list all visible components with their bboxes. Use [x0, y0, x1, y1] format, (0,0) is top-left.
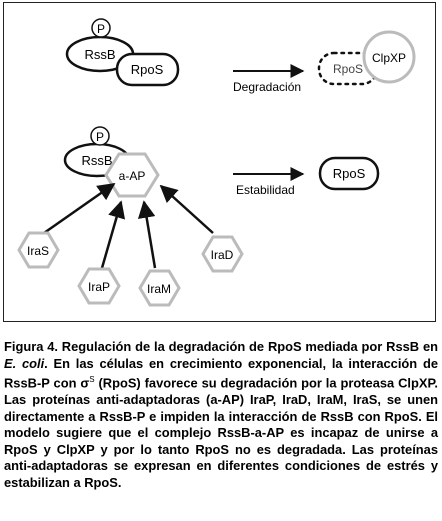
phosphate-label: P	[97, 22, 105, 36]
clpxp-circle	[362, 30, 416, 84]
irap-label: IraP	[88, 280, 110, 294]
rpos-stable-label: RpoS	[333, 166, 366, 181]
irad-node: IraD	[201, 235, 244, 273]
rssb-rpos-complex: P RssB RpoS	[65, 18, 180, 87]
rpos-stable-box	[318, 156, 380, 191]
iram-label: IraM	[147, 282, 171, 296]
irad-arrow	[159, 184, 214, 234]
degradation-label: Degradación	[233, 80, 301, 94]
phosphate-label-2: P	[96, 130, 104, 144]
irap-hexagon	[77, 267, 121, 305]
diagram-canvas: P RssB RpoS Degradación RpoS ClpXP P Rss…	[17, 18, 416, 307]
iras-arrow	[43, 182, 116, 235]
stability-label: Estabilidad	[236, 183, 295, 197]
caption-sigma-sup: S	[89, 375, 95, 385]
rpos-degraded-label: RpoS	[333, 62, 363, 76]
iras-node: IraS	[17, 231, 60, 269]
rpos-box	[115, 52, 180, 87]
irad-hexagon	[201, 235, 244, 273]
caption-label: Figura 4. Regulación de la degradación d…	[4, 339, 438, 354]
aap-hexagon	[104, 152, 160, 198]
caption-species: E. coli	[4, 355, 45, 371]
irad-label: IraD	[211, 248, 234, 262]
figure-border	[3, 2, 436, 322]
iram-arrow	[137, 200, 157, 269]
rssb-label-2: RssB	[81, 153, 112, 168]
rssb-label: RssB	[84, 47, 115, 62]
caption-text-2: (RpoS) favorece su degradación por la pr…	[4, 375, 438, 491]
figure-panel: P RssB RpoS Degradación RpoS ClpXP P Rss…	[3, 2, 436, 322]
iras-label: IraS	[27, 244, 49, 258]
iram-hexagon	[138, 269, 181, 307]
irap-arrow	[100, 200, 126, 269]
figure-caption: Figura 4. Regulación de la degradación d…	[4, 339, 438, 492]
aap-label: a-AP	[119, 169, 146, 183]
caption-text-1: . En las células en crecimiento exponenc…	[4, 355, 438, 391]
iras-hexagon	[17, 231, 60, 269]
iram-node: IraM	[138, 269, 181, 307]
phosphate-circle-2	[90, 126, 110, 146]
clpxp-label: ClpXP	[372, 51, 406, 65]
rpos-label: RpoS	[131, 62, 164, 77]
phosphate-circle	[91, 18, 111, 38]
rpos-degraded-complex: RpoS ClpXP	[317, 30, 416, 86]
rssb-aap-complex: P RssB a-AP	[63, 126, 160, 198]
irap-node: IraP	[77, 267, 121, 305]
